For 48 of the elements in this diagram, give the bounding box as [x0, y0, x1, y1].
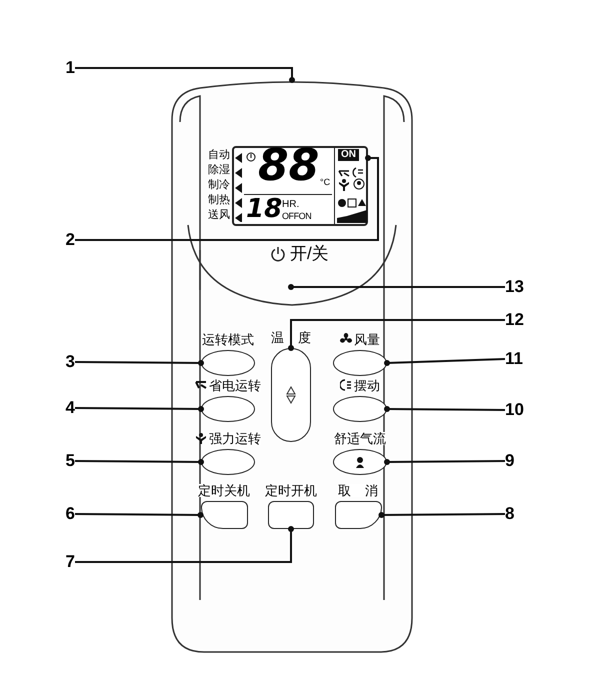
leader-line [75, 155, 379, 241]
leader-line [384, 406, 506, 412]
celsius-unit: °C [320, 178, 330, 187]
leader-line [384, 459, 506, 465]
callout-number: 1 [55, 58, 75, 78]
leader-line [75, 512, 204, 518]
callout-number: 11 [505, 349, 535, 369]
callout-number: 12 [505, 310, 535, 330]
button-label: 取 消 [338, 484, 378, 496]
leader-line [75, 67, 295, 83]
button-label: 运转模式 [202, 332, 254, 346]
power-label: 开/关 [290, 245, 329, 262]
leader-line [75, 459, 204, 465]
callout-number: 13 [505, 277, 535, 297]
callout-number: 7 [55, 552, 75, 572]
callout-number: 3 [55, 352, 75, 372]
callout-number: 5 [55, 451, 75, 471]
mode-label: 自动 [208, 148, 230, 162]
leader-line [75, 406, 204, 412]
mode-label: 制热 [208, 193, 230, 207]
callout-number: 8 [505, 504, 535, 524]
leader-line [378, 512, 505, 518]
leader-line [288, 284, 505, 290]
button-label: 定时关机 [198, 484, 250, 496]
callout-number: 2 [55, 230, 75, 250]
timer-digits: 18 [246, 196, 282, 222]
leader-line [288, 319, 505, 351]
callout-number: 4 [55, 398, 75, 418]
callout-number: 10 [505, 400, 535, 420]
temperature-digits: 88 [258, 144, 320, 188]
callout-number: 9 [505, 451, 535, 471]
mode-label: 送风 [208, 208, 230, 222]
mode-label: 制冷 [208, 178, 230, 192]
button-label: 定时开机 [265, 484, 317, 496]
callout-number: 6 [55, 504, 75, 524]
button-label: 摆动 [354, 378, 380, 392]
button-label: 风量 [354, 332, 380, 346]
lcd-display [232, 146, 368, 226]
leader-line [75, 360, 204, 366]
button-label: 省电运转 [209, 378, 261, 392]
button-label: 强力运转 [209, 432, 261, 444]
leader-line [75, 526, 294, 563]
mode-label: 除湿 [208, 163, 230, 177]
button-label: 舒适气流 [334, 432, 386, 444]
on-indicator: ON [338, 149, 359, 161]
leader-line [384, 358, 506, 366]
hour-indicator: HR. [282, 200, 300, 210]
off-on-indicator: OFFON [282, 212, 312, 221]
